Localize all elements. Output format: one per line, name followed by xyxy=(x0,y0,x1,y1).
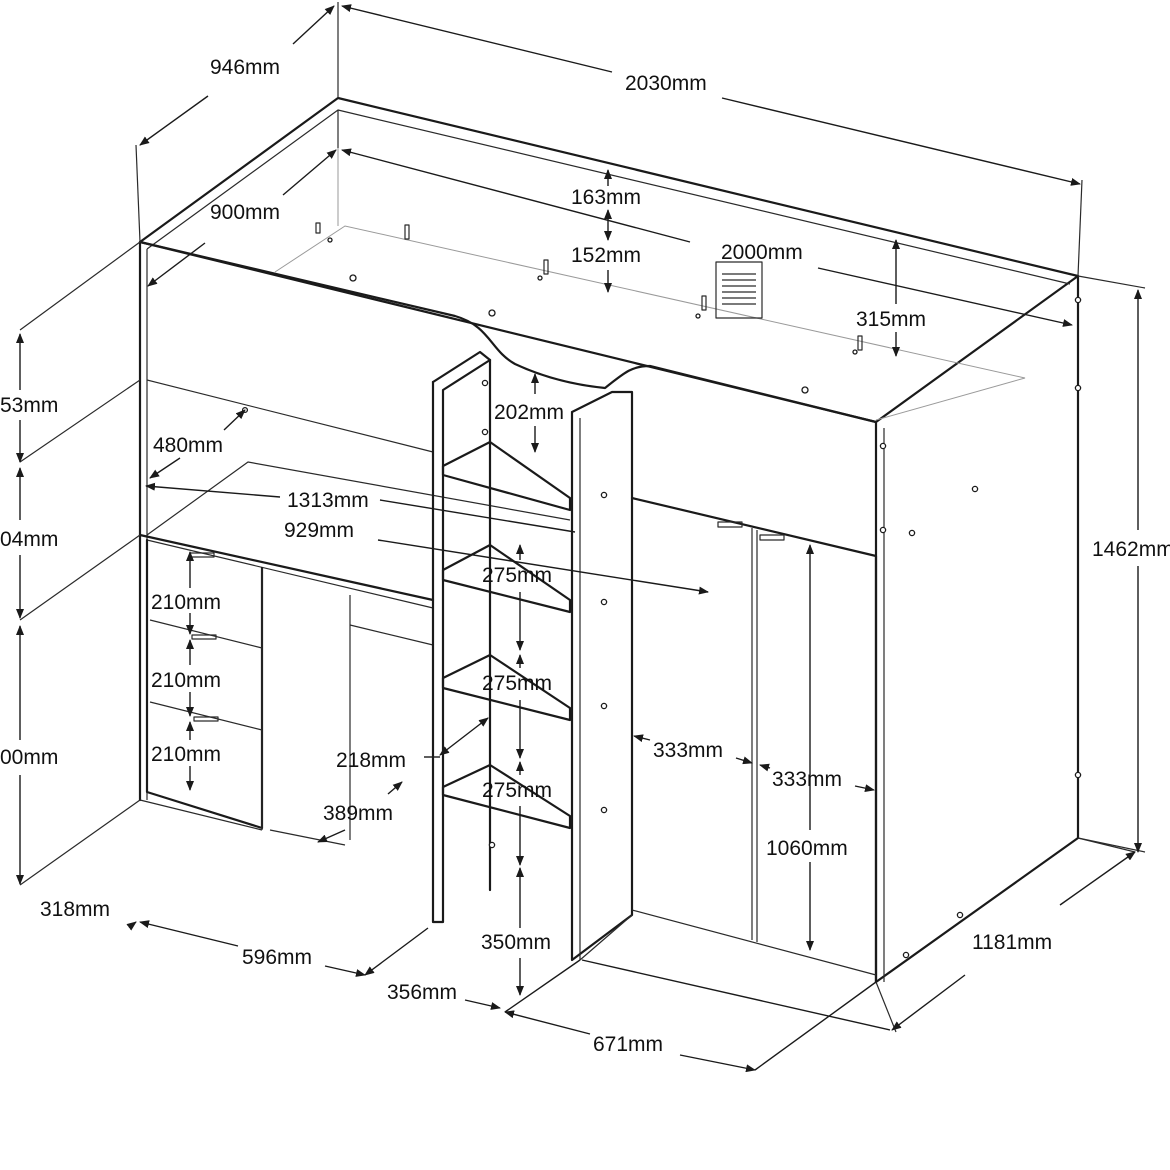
dimension-lines xyxy=(16,2,1146,1073)
label-desk-opening: 480mm xyxy=(153,434,223,457)
label-ladder-step-2: 275mm xyxy=(482,672,552,695)
label-drawer-1: 210mm xyxy=(151,591,221,614)
label-overall-height: 1462mm xyxy=(1092,538,1170,561)
label-mattress-width: 900mm xyxy=(210,201,280,224)
label-wardrobe-width: 671mm xyxy=(593,1033,663,1056)
label-middle-section-height: 04mm xyxy=(0,528,58,551)
label-drawer-unit-width: 596mm xyxy=(242,946,312,969)
label-mattress-length: 2000mm xyxy=(721,241,803,264)
label-top-section-height: 53mm xyxy=(0,394,58,417)
label-drawer-unit-depth: 318mm xyxy=(40,898,110,921)
label-shelf-depth: 218mm xyxy=(336,749,406,772)
label-ladder-step-3: 275mm xyxy=(482,779,552,802)
label-ladder-bottom: 350mm xyxy=(481,931,551,954)
label-wardrobe-door-left: 333mm xyxy=(653,739,723,762)
label-desk-length: 1313mm xyxy=(287,489,369,512)
label-desk-width: 929mm xyxy=(284,519,354,542)
label-depth-overall: 946mm xyxy=(210,56,280,79)
label-lower-section-height: 00mm xyxy=(0,746,58,769)
label-guard-height: 315mm xyxy=(856,308,926,331)
label-top-rail-upper: 163mm xyxy=(571,186,641,209)
label-drawer-2: 210mm xyxy=(151,669,221,692)
label-length-overall: 2030mm xyxy=(625,72,707,95)
label-top-rail-lower: 152mm xyxy=(571,244,641,267)
label-ladder-top-gap: 202mm xyxy=(494,401,564,424)
label-drawer-3: 210mm xyxy=(151,743,221,766)
label-ladder-step-1: 275mm xyxy=(482,564,552,587)
label-ladder-width: 356mm xyxy=(387,981,457,1004)
label-wardrobe-door-height: 1060mm xyxy=(766,837,848,860)
furniture-outline xyxy=(138,96,1082,984)
dimension-labels: 946mm 2030mm 900mm 163mm 152mm 2000mm 31… xyxy=(0,56,1170,1056)
label-wardrobe-door-right: 333mm xyxy=(772,768,842,791)
label-knee-space-depth: 389mm xyxy=(323,802,393,825)
label-overall-depth: 1181mm xyxy=(972,931,1052,954)
fittings xyxy=(241,222,1082,959)
